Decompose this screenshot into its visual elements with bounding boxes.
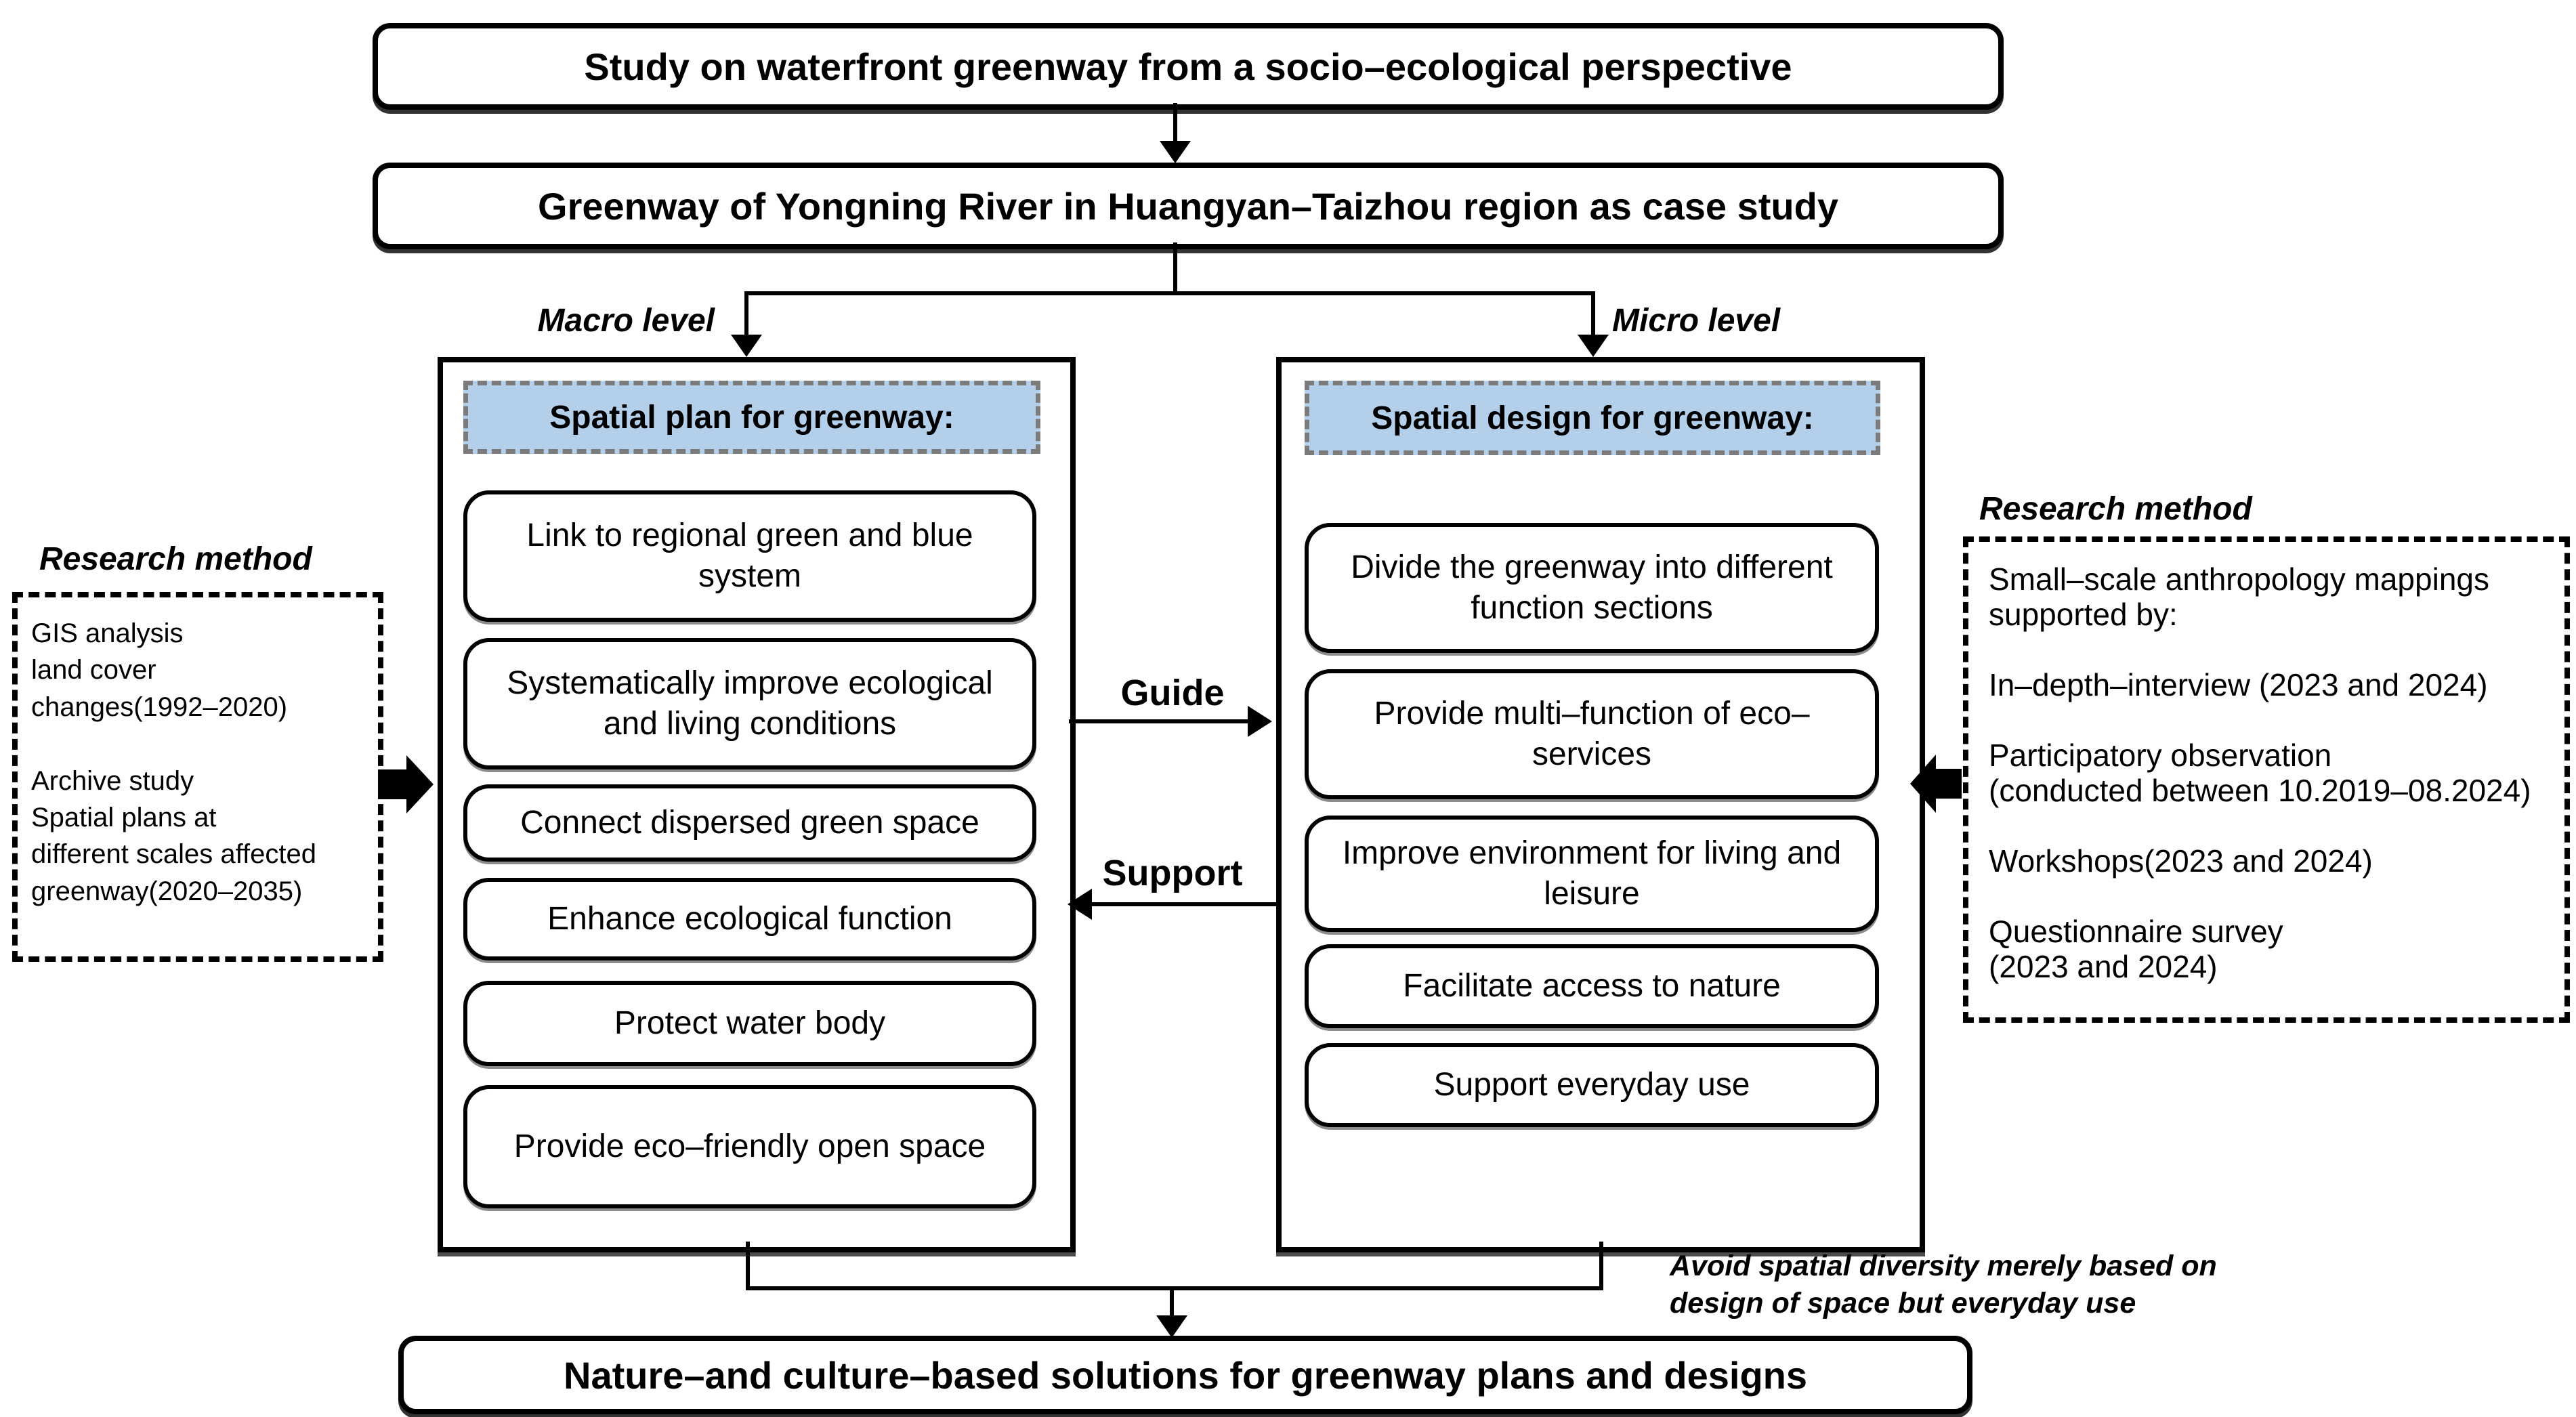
support-label: Support	[1102, 853, 1243, 893]
design-item-function-sections: Divide the greenway into different funct…	[1305, 523, 1879, 653]
plan-item-link-system: Link to regional green and blue system	[463, 490, 1036, 622]
left-research-method-box: GIS analysis land cover changes(1992–202…	[12, 592, 383, 962]
right-research-method-box: Small–scale anthropology mappings suppor…	[1963, 536, 2570, 1023]
split-left-arrowhead-icon	[731, 335, 762, 357]
guide-arrowhead-icon	[1248, 706, 1272, 737]
design-item-eco-services: Provide multi–function of eco–services	[1305, 669, 1879, 799]
support-arrow-line	[1091, 902, 1276, 906]
note-text: Avoid spatial diversity merely based on …	[1670, 1250, 2217, 1319]
left-method-arrow-icon	[406, 755, 434, 813]
macro-level-label: Macro level	[537, 303, 715, 339]
spatial-design-header: Spatial design for greenway:	[1305, 381, 1880, 455]
spatial-plan-header: Spatial plan for greenway:	[463, 381, 1040, 454]
spatial-plan-header-text: Spatial plan for greenway:	[549, 399, 954, 436]
spatial-design-column: Spatial design for greenway: Divide the …	[1276, 357, 1925, 1252]
left-research-method-title: Research method	[39, 541, 312, 577]
case-study-banner: Greenway of Yongning River in Huangyan–T…	[373, 163, 2004, 249]
study-banner-text: Study on waterfront greenway from a soci…	[584, 45, 1792, 88]
spatial-plan-column: Spatial plan for greenway: Link to regio…	[438, 357, 1076, 1252]
plan-item-protect-water: Protect water body	[463, 981, 1036, 1066]
study-banner: Study on waterfront greenway from a soci…	[373, 23, 2004, 110]
plan-item-enhance-function: Enhance ecological function	[463, 878, 1036, 960]
support-arrowhead-icon	[1068, 889, 1092, 920]
micro-level-label: Micro level	[1612, 303, 1781, 339]
plan-item-open-space: Provide eco–friendly open space	[463, 1085, 1036, 1208]
split-right-arrowhead-icon	[1578, 335, 1609, 357]
guide-label: Guide	[1120, 673, 1225, 713]
merge-left-drop-line	[746, 1242, 750, 1290]
split-left-drop-line	[744, 291, 748, 336]
right-method-arrow-icon	[1910, 755, 1936, 813]
right-research-method-title: Research method	[1979, 491, 2252, 527]
merge-horizontal-line	[746, 1286, 1603, 1290]
merge-right-drop-line	[1599, 1242, 1603, 1290]
split-right-drop-line	[1591, 291, 1595, 336]
guide-arrow-line	[1069, 719, 1248, 723]
design-item-everyday-use: Support everyday use	[1305, 1043, 1879, 1127]
left-method-arrow-shaft	[378, 769, 409, 799]
merge-stem-line	[1170, 1290, 1174, 1317]
solution-banner-text: Nature–and culture–based solutions for g…	[564, 1353, 1807, 1397]
connector-study-to-case-arrowhead-icon	[1160, 141, 1191, 163]
spatial-design-header-text: Spatial design for greenway:	[1371, 400, 1814, 436]
plan-item-connect-green-space: Connect dispersed green space	[463, 784, 1036, 862]
case-study-banner-text: Greenway of Yongning River in Huangyan–T…	[538, 184, 1838, 228]
split-horizontal-line	[744, 291, 1595, 295]
right-method-arrow-shaft	[1935, 769, 1962, 799]
plan-item-improve-conditions: Systematically improve ecological and li…	[463, 638, 1036, 769]
split-stem-line	[1173, 242, 1177, 295]
merge-arrowhead-icon	[1156, 1315, 1187, 1338]
solution-banner: Nature–and culture–based solutions for g…	[398, 1336, 1972, 1414]
design-item-living-leisure: Improve environment for living and leisu…	[1305, 816, 1879, 932]
connector-study-to-case-line	[1173, 103, 1177, 144]
design-item-access-nature: Facilitate access to nature	[1305, 944, 1879, 1028]
